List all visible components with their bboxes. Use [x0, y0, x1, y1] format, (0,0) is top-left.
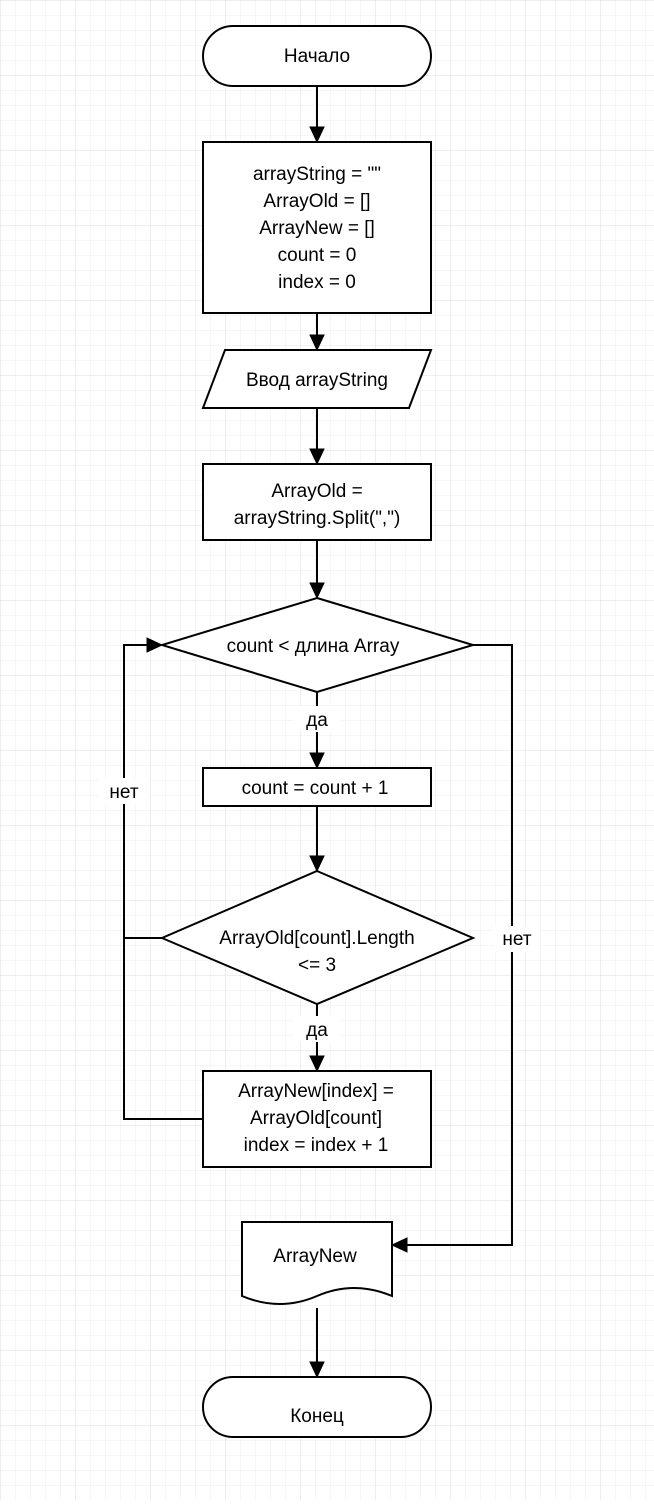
assign-line-3: index = index + 1 — [244, 1135, 389, 1156]
init-line-1: arrayString = "" — [253, 164, 381, 185]
edge-increment-to-check — [309, 806, 325, 873]
length-check-diamond-shape — [159, 869, 476, 1006]
input-label: Ввод arrayString — [246, 370, 388, 391]
split-line-1: ArrayOld = — [271, 481, 362, 502]
increment-label: count = count + 1 — [242, 778, 389, 799]
node-end[interactable]: Конец — [202, 1376, 432, 1438]
assign-process-shape — [202, 1070, 432, 1168]
edge-assign-loop-back — [123, 938, 203, 1120]
output-label: ArrayNew — [273, 1246, 357, 1267]
start-label: Начало — [284, 46, 350, 67]
end-label: Конец — [290, 1406, 344, 1427]
edge-label-loop-yes: да — [306, 710, 328, 731]
node-start[interactable]: Начало — [202, 25, 432, 87]
node-increment[interactable]: count = count + 1 — [202, 767, 432, 807]
start-terminator-shape — [202, 25, 432, 87]
loop-condition-diamond-shape — [158, 596, 477, 694]
node-loop-condition[interactable]: count < длина Array — [158, 596, 477, 694]
init-process-shape — [202, 141, 432, 314]
edge-output-to-end — [309, 1308, 325, 1379]
edge-label-check-no: нет — [109, 782, 138, 803]
length-check-line-2: <= 3 — [298, 955, 336, 976]
edge-init-to-input — [309, 313, 325, 352]
edge-input-to-split — [309, 408, 325, 466]
assign-line-2: ArrayOld[count] — [250, 1108, 382, 1129]
edge-labels: да да нет нет — [98, 706, 540, 1042]
node-split[interactable]: ArrayOld = arrayString.Split(",") — [202, 463, 432, 541]
loop-condition-label: count < длина Array — [227, 636, 400, 657]
split-process-shape — [202, 463, 432, 541]
node-assign[interactable]: ArrayNew[index] = ArrayOld[count] index … — [202, 1070, 432, 1168]
node-length-check[interactable]: ArrayOld[count].Length <= 3 — [159, 869, 476, 1006]
end-terminator-shape — [202, 1376, 432, 1438]
init-line-3: ArrayNew = [] — [259, 218, 375, 239]
edge-label-check-yes: да — [306, 1020, 328, 1041]
split-line-2: arrayString.Split(",") — [234, 508, 401, 529]
length-check-line-1: ArrayOld[count].Length — [219, 928, 414, 949]
assign-line-1: ArrayNew[index] = — [238, 1081, 394, 1102]
increment-process-shape — [202, 767, 432, 807]
node-output[interactable]: ArrayNew — [241, 1221, 393, 1305]
node-input[interactable]: Ввод arrayString — [201, 349, 433, 409]
edge-split-to-loop-condition — [309, 540, 325, 600]
input-parallelogram-shape — [201, 349, 433, 409]
init-line-4: count = 0 — [278, 245, 357, 266]
output-document-shape — [241, 1221, 393, 1305]
node-init[interactable]: arrayString = "" ArrayOld = [] ArrayNew … — [202, 141, 432, 314]
edge-start-to-init — [309, 86, 325, 144]
init-line-5: index = 0 — [278, 272, 356, 293]
edge-label-loop-no: нет — [502, 929, 531, 950]
init-line-2: ArrayOld = [] — [263, 191, 370, 212]
